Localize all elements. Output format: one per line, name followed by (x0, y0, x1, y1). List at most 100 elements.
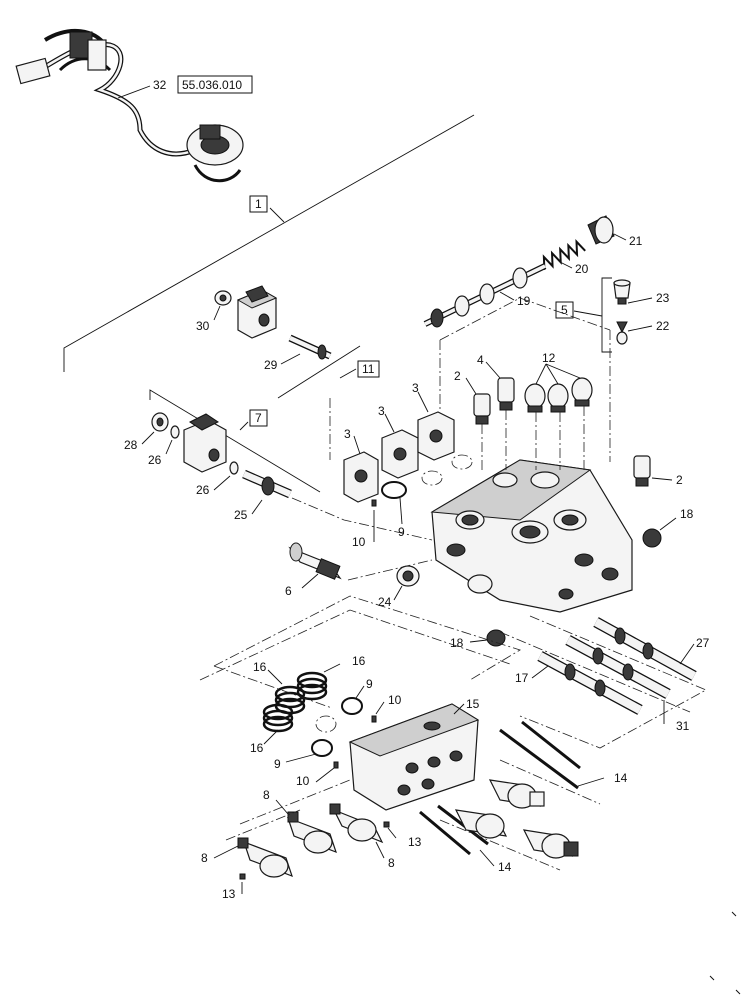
callout-20: 20 (575, 262, 589, 276)
reference-link-55-036-010[interactable]: 55.036.010 (182, 78, 242, 92)
cartridge-4[interactable] (497, 377, 515, 411)
o-ring-26-upper[interactable] (170, 425, 180, 439)
callout-box-5: 5 (561, 303, 568, 317)
cartridge-29[interactable] (288, 334, 332, 360)
callout-31: 31 (676, 719, 690, 733)
callout-25: 25 (234, 508, 248, 522)
callout-16-b: 16 (253, 660, 267, 674)
callout-13-a: 13 (408, 835, 422, 849)
callout-4: 4 (477, 353, 484, 367)
cartridge-25[interactable] (242, 469, 292, 499)
bolts-14-upper[interactable] (499, 720, 581, 790)
callout-6: 6 (285, 584, 292, 598)
callout-19: 19 (517, 294, 531, 308)
screw-13-b[interactable] (239, 873, 246, 880)
callout-box-1: 1 (255, 197, 262, 211)
callout-12: 12 (542, 351, 556, 365)
callout-8-a: 8 (263, 788, 270, 802)
screw-13-a[interactable] (383, 821, 390, 828)
o-ring-9-a[interactable] (381, 481, 407, 499)
corner-mark-a (731, 911, 737, 917)
check-valve-23[interactable] (613, 279, 631, 305)
solenoid-right-b[interactable] (454, 809, 508, 839)
check-ball-22[interactable] (616, 321, 628, 345)
spool-17[interactable] (537, 651, 643, 715)
callout-18-a: 18 (680, 507, 694, 521)
cartridge-2-b[interactable] (633, 455, 651, 487)
cartridge-2-a[interactable] (473, 393, 491, 425)
callout-28: 28 (124, 438, 138, 452)
pin-10-a[interactable] (371, 499, 377, 507)
callout-22: 22 (656, 319, 670, 333)
callout-23: 23 (656, 291, 670, 305)
assembly-bracket-5 (601, 277, 612, 353)
corner-mark-c (735, 989, 741, 995)
callout-box-11: 11 (362, 362, 375, 376)
pin-10-b[interactable] (371, 715, 377, 723)
callout-26-upper: 26 (148, 453, 162, 467)
assembly-bracket-7 (149, 389, 321, 493)
callout-26-lower: 26 (196, 483, 210, 497)
callout-9-c: 9 (274, 757, 281, 771)
plug-18-a[interactable] (642, 528, 662, 548)
pin-10-c[interactable] (333, 761, 339, 769)
section-3-b[interactable] (381, 429, 419, 479)
solenoid-8-b[interactable] (329, 803, 384, 844)
callout-21: 21 (629, 234, 643, 248)
solenoid-8-a[interactable] (287, 811, 337, 854)
callout-10-c: 10 (296, 774, 310, 788)
callout-13-b: 13 (222, 887, 236, 901)
callout-16-a: 16 (352, 654, 366, 668)
plug-21[interactable] (587, 215, 615, 245)
callout-8-c: 8 (201, 851, 208, 865)
plug-24[interactable] (396, 565, 420, 587)
callout-15: 15 (466, 697, 480, 711)
callout-box-7: 7 (255, 411, 262, 425)
spool-19[interactable] (423, 263, 547, 328)
callout-17: 17 (515, 671, 529, 685)
corner-mark-b (709, 975, 715, 981)
callout-3-a: 3 (344, 427, 351, 441)
callout-32: 32 (153, 78, 167, 92)
plug-18-b[interactable] (486, 629, 506, 647)
spool-middle[interactable] (565, 635, 671, 699)
pressure-sensor-6[interactable] (288, 542, 342, 580)
callout-18-b: 18 (450, 636, 464, 650)
main-valve-body[interactable] (430, 459, 633, 613)
solenoid-right-c[interactable] (522, 829, 579, 859)
o-ring-9-b[interactable] (341, 697, 363, 715)
section-3-a[interactable] (343, 451, 379, 503)
cartridge-12-b[interactable] (547, 383, 569, 413)
callout-3-c: 3 (412, 381, 419, 395)
section-3-c[interactable] (417, 411, 455, 461)
wiring-harness[interactable] (15, 28, 244, 183)
callout-9-b: 9 (366, 677, 373, 691)
spring-20[interactable] (539, 239, 586, 270)
callout-9-a: 9 (398, 525, 405, 539)
nut-28[interactable] (151, 412, 169, 432)
springs-16[interactable] (262, 671, 328, 733)
callout-3-b: 3 (378, 404, 385, 418)
solenoid-coil-7[interactable] (183, 413, 227, 473)
spool-27[interactable] (593, 617, 697, 681)
solenoid-right-a[interactable] (488, 779, 545, 809)
solenoid-8-c[interactable] (237, 837, 293, 878)
solenoid-coil[interactable] (236, 285, 278, 339)
callout-27: 27 (696, 636, 710, 650)
callout-8-b: 8 (388, 856, 395, 870)
callout-14-upper: 14 (614, 771, 628, 785)
assembly-bracket-11 (277, 345, 361, 399)
o-ring-26-lower[interactable] (229, 461, 239, 475)
callout-24: 24 (378, 595, 392, 609)
assembly-bracket-1 (63, 114, 475, 372)
callout-2-b: 2 (676, 473, 683, 487)
o-ring-9-c[interactable] (311, 739, 333, 757)
manifold-block-15[interactable] (348, 703, 480, 811)
nut-30[interactable] (214, 290, 232, 306)
callout-30: 30 (196, 319, 210, 333)
callout-14-lower: 14 (498, 860, 512, 874)
cartridge-12-c[interactable] (571, 377, 593, 407)
callout-16-c: 16 (250, 741, 264, 755)
cartridge-12-a[interactable] (524, 383, 546, 413)
